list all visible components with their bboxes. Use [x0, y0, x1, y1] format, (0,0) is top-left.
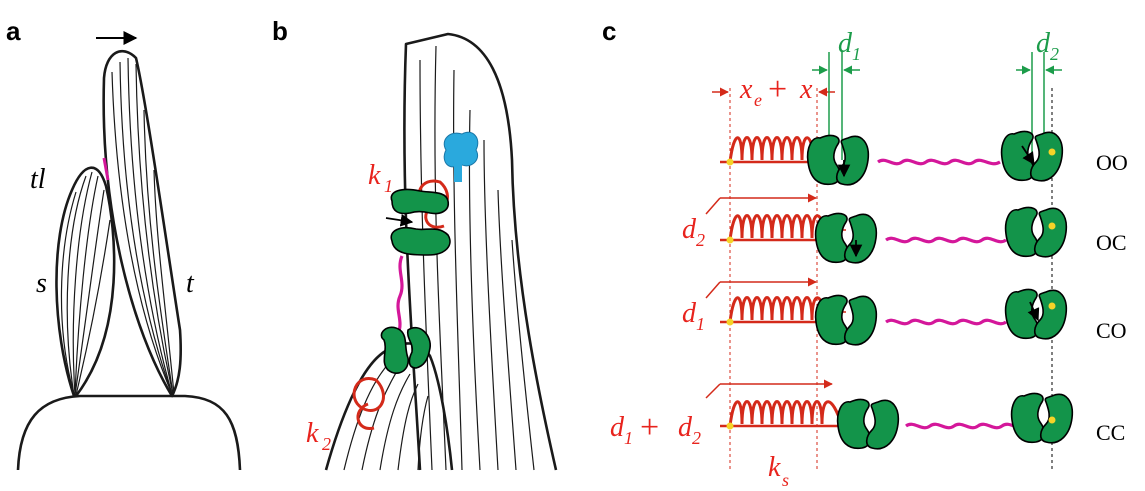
tip-link	[102, 157, 110, 181]
k1-subscript: 1	[384, 176, 393, 196]
short-hair-label: s	[36, 268, 47, 299]
state-label-oo: OO	[1096, 150, 1128, 175]
row-cc-plus: +	[640, 409, 659, 446]
state-row-cc: d 1 + d 2 CC	[610, 379, 1125, 450]
panel-c-label: c	[602, 16, 616, 46]
plus-sign-top: +	[768, 71, 787, 108]
spring-oo	[728, 136, 816, 163]
gating-arrow	[385, 214, 414, 227]
panel-c: c x e + x d 1 d 2	[602, 16, 1128, 490]
spring-oc	[728, 214, 828, 241]
panel-b-label: b	[272, 16, 288, 46]
anchor-dot	[726, 158, 734, 166]
state-row-oc: d 2 OC	[682, 193, 1127, 264]
state-row-oo: OO	[720, 130, 1128, 186]
state-label-cc: CC	[1096, 420, 1125, 445]
spring-cc	[728, 400, 844, 427]
d1-label-top: d	[838, 28, 853, 59]
panel-a: a tl s t	[6, 16, 242, 471]
xe-label: x	[739, 74, 753, 105]
d1-subscript-top: 1	[852, 44, 861, 64]
k1-label: k	[368, 160, 381, 191]
row-cc-subscript-1: 1	[624, 428, 633, 448]
row-cc-label-d2: d	[678, 412, 693, 443]
tip-link-b	[396, 255, 404, 335]
state-label-oc: OC	[1096, 230, 1127, 255]
row-co-subscript: 1	[696, 314, 705, 334]
lower-channel	[380, 326, 431, 374]
row-oc-subscript: 2	[696, 230, 705, 250]
row-cc-label-d1: d	[610, 412, 625, 443]
row-cc-subscript-2: 2	[692, 428, 701, 448]
k2-label: k	[306, 418, 319, 449]
ks-subscript: s	[782, 470, 789, 490]
zoomed-short-stereocilium	[324, 342, 454, 471]
panel-b: b	[272, 16, 558, 471]
row-oc-label: d	[682, 214, 697, 245]
k2-subscript: 2	[322, 434, 331, 454]
tall-stereocilium	[102, 50, 183, 398]
xe-subscript: e	[754, 90, 762, 110]
panel-a-label: a	[6, 16, 21, 46]
row-co-label: d	[682, 298, 697, 329]
d2-subscript-top: 2	[1050, 44, 1059, 64]
state-row-co: d 1 CO	[682, 277, 1127, 346]
state-label-co: CO	[1096, 318, 1127, 343]
k2-spring	[352, 377, 385, 430]
spring-co	[728, 296, 828, 323]
tip-link-label: tl	[30, 164, 46, 195]
upper-channel	[390, 188, 451, 256]
d2-label-top: d	[1036, 28, 1051, 59]
myosin-motor	[443, 131, 479, 182]
tall-hair-label: t	[186, 268, 195, 299]
cell-body	[16, 394, 242, 471]
short-stereocilium	[55, 166, 116, 398]
ks-label: k	[768, 452, 781, 483]
x-label: x	[799, 74, 813, 105]
